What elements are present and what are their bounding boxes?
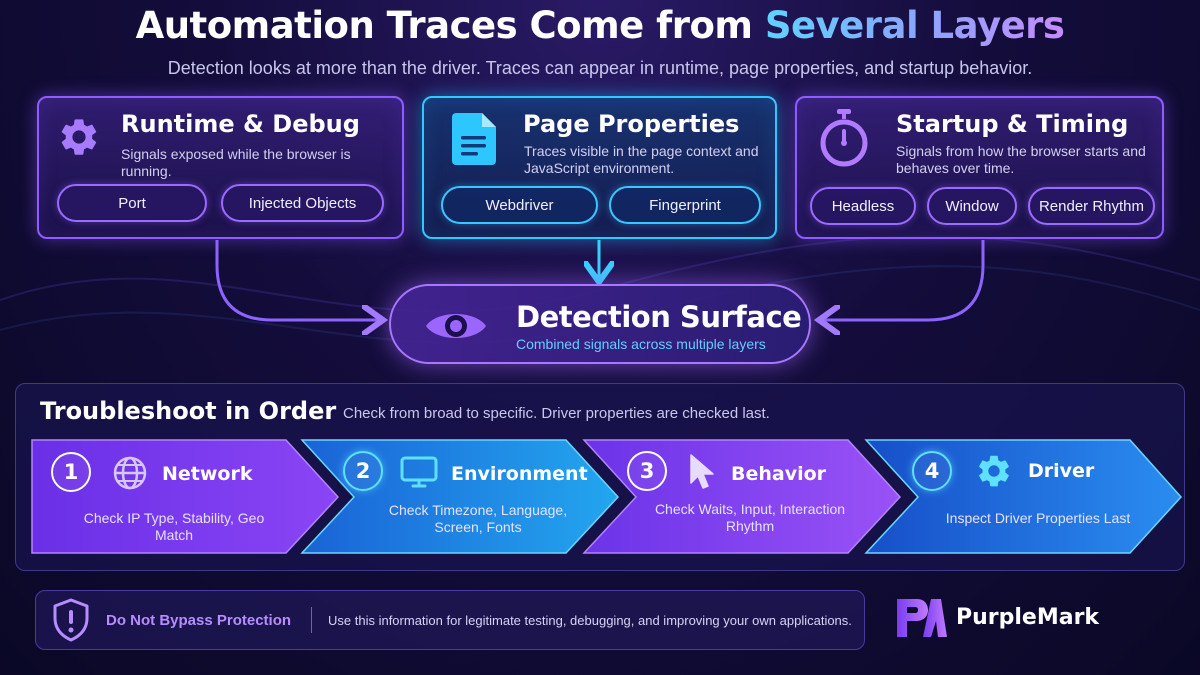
stopwatch-icon	[820, 109, 868, 167]
pill-injected-objects: Injected Objects	[221, 184, 384, 222]
layer-title-runtime: Runtime & Debug	[121, 110, 360, 138]
troubleshoot-note: Check from broad to specific. Driver pro…	[343, 405, 770, 422]
purplemark-logo	[897, 599, 947, 637]
brand-name: PurpleMark	[956, 605, 1100, 630]
title-prefix: Automation Traces Come from	[135, 4, 765, 47]
step-chevron-1	[31, 439, 340, 554]
warning-text: Use this information for legitimate test…	[328, 613, 852, 628]
step-chevron-4	[864, 439, 1183, 554]
page-title: Automation Traces Come from Several Laye…	[0, 4, 1200, 47]
step-number-1: 1	[51, 452, 91, 492]
detection-surface: Detection Surface Combined signals acros…	[389, 284, 811, 364]
layer-title-page: Page Properties	[523, 110, 740, 138]
surface-title: Detection Surface	[516, 300, 802, 334]
eye-icon	[426, 314, 486, 338]
step-number-3: 3	[627, 451, 667, 491]
warning-title: Do Not Bypass Protection	[106, 612, 292, 629]
surface-subtitle: Combined signals across multiple layers	[516, 336, 766, 352]
step-desc-3: Check Waits, Input, Interaction Rhythm	[654, 501, 846, 534]
step-number-2: 2	[343, 451, 383, 491]
pill-webdriver: Webdriver	[441, 186, 598, 224]
layer-title-startup: Startup & Timing	[896, 110, 1129, 138]
step-number-4: 4	[912, 451, 952, 491]
pill-fingerprint: Fingerprint	[609, 186, 761, 224]
globe-icon	[113, 456, 147, 490]
layer-desc-startup: Signals from how the browser starts and …	[896, 143, 1146, 176]
gear-icon	[979, 455, 1009, 487]
title-accent: Several Layers	[764, 4, 1065, 47]
cursor-icon	[690, 454, 714, 489]
gear-icon	[61, 119, 97, 155]
step-title-4: Driver	[1028, 460, 1095, 482]
pill-render-rhythm: Render Rhythm	[1028, 187, 1155, 225]
step-title-2: Environment	[451, 463, 588, 485]
monitor-icon	[400, 456, 438, 488]
troubleshoot-title: Troubleshoot in Order	[40, 397, 337, 425]
step-desc-1: Check IP Type, Stability, Geo Match	[83, 510, 265, 543]
page-subtitle: Detection looks at more than the driver.…	[167, 58, 1033, 78]
warning-divider	[311, 607, 312, 633]
pill-port: Port	[57, 184, 207, 222]
step-desc-4: Inspect Driver Properties Last	[945, 510, 1131, 526]
step-title-3: Behavior	[731, 463, 827, 485]
warning-box	[35, 590, 865, 650]
layer-desc-runtime: Signals exposed while the browser is run…	[121, 146, 351, 179]
layer-desc-page: Traces visible in the page context and J…	[524, 143, 759, 176]
pill-window: Window	[927, 187, 1017, 225]
step-title-1: Network	[162, 463, 253, 485]
pill-headless: Headless	[810, 187, 916, 225]
shield-alert-icon	[53, 598, 89, 642]
step-desc-2: Check Timezone, Language, Screen, Fonts	[388, 502, 568, 535]
document-icon	[452, 113, 496, 165]
